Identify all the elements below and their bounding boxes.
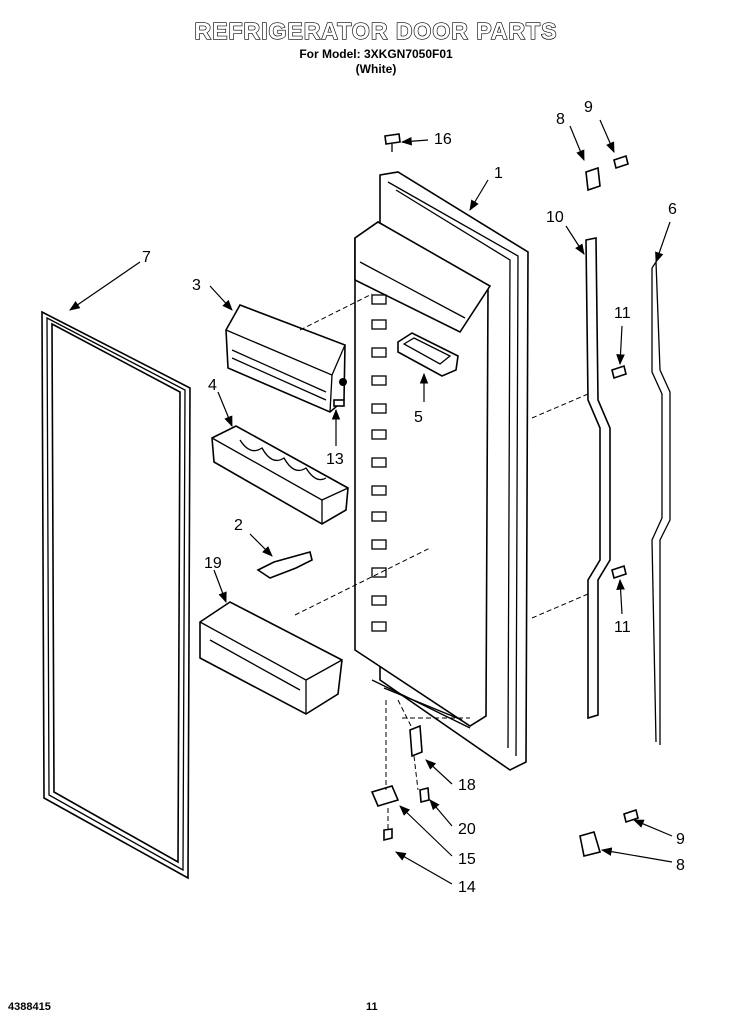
callout-3: 3 [192, 277, 201, 294]
callout-18: 18 [458, 777, 476, 794]
callout-19: 19 [204, 555, 222, 572]
assembly-lines [294, 293, 589, 830]
hinge-8-bottom [579, 831, 602, 857]
hinge-8-top [585, 166, 601, 192]
callout-13: 13 [326, 451, 344, 468]
callout-8-top: 8 [556, 111, 565, 128]
hinge-pin-18 [409, 724, 423, 758]
model-number-line: For Model: 3XKGN7050F01 [299, 47, 453, 61]
callout-16: 16 [434, 131, 452, 148]
screw-14 [383, 828, 393, 842]
callout-11-upper: 11 [614, 305, 631, 322]
callout-14: 14 [458, 879, 476, 896]
callout-9-bottom: 9 [676, 831, 685, 848]
leader-lines [69, 119, 673, 885]
callout-15: 15 [458, 851, 476, 868]
callout-20: 20 [458, 821, 476, 838]
door-bin-19 [199, 601, 343, 715]
egg-tray-4 [211, 425, 349, 525]
diagram-title: REFRIGERATOR DOOR PARTS [194, 17, 558, 44]
handle-trim-6 [651, 259, 671, 745]
door-handle-10 [585, 237, 611, 720]
hinge-bracket-15 [370, 785, 400, 807]
document-part-number: 4388415 [8, 1001, 51, 1013]
screw-11-upper [611, 364, 627, 380]
door-liner-1 [354, 171, 529, 771]
callout-labels: 1 2 3 4 5 6 7 8 8 9 9 10 11 11 13 14 15 … [142, 99, 685, 896]
callout-2: 2 [234, 517, 243, 534]
callout-10: 10 [546, 209, 564, 226]
screw-11-lower [611, 564, 627, 580]
screw-9-top [613, 154, 629, 170]
page-number: 11 [366, 1001, 378, 1013]
dairy-door-stop-13 [333, 399, 345, 407]
callout-7: 7 [142, 249, 151, 266]
callout-11-lower: 11 [614, 619, 631, 636]
callout-6: 6 [668, 201, 677, 218]
callout-4: 4 [208, 377, 217, 394]
utility-tray-5 [397, 332, 459, 377]
screw-20 [419, 786, 430, 804]
callout-1: 1 [494, 165, 503, 182]
callout-8-bottom: 8 [676, 857, 685, 874]
shelf-clip-2 [256, 551, 313, 579]
shelf-supports [371, 294, 387, 632]
callout-5: 5 [414, 409, 423, 426]
callout-9-top: 9 [584, 99, 593, 116]
screw-9-bottom [623, 808, 639, 824]
color-variant-line: (White) [355, 62, 397, 76]
screw-16 [384, 133, 401, 152]
dairy-compartment-3 [225, 304, 347, 413]
door-gasket-7 [41, 310, 191, 880]
